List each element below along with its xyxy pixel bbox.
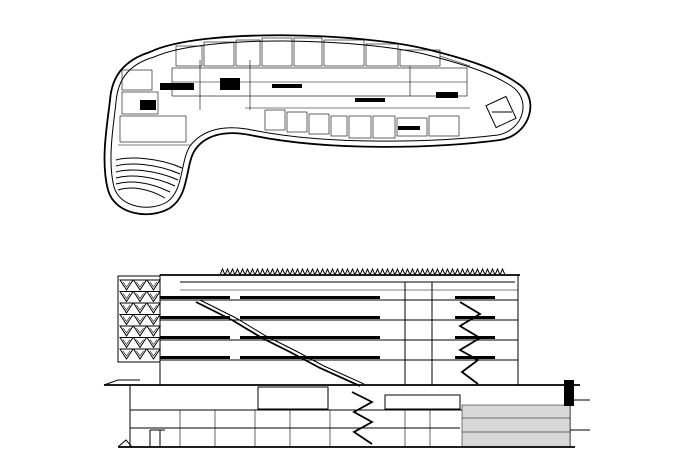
lattice-tower bbox=[117, 275, 161, 363]
lattice-cell bbox=[119, 337, 134, 349]
lattice-cell-inner bbox=[136, 350, 144, 357]
section-podium bbox=[103, 379, 590, 448]
floor-slab bbox=[455, 296, 495, 299]
lattice-cell-inner bbox=[136, 281, 144, 288]
lattice-cell-inner bbox=[136, 339, 144, 346]
lattice-cell-inner bbox=[136, 304, 144, 311]
plan-rooms-top bbox=[175, 37, 471, 67]
plan-cores bbox=[140, 78, 458, 130]
lattice-cell bbox=[132, 337, 148, 349]
lattice-cell-inner bbox=[122, 316, 131, 323]
plan-east-stair bbox=[485, 95, 517, 129]
plan-inner-wall bbox=[110, 40, 524, 208]
lattice-cell-inner bbox=[122, 281, 131, 288]
floor-slab bbox=[160, 356, 230, 359]
lattice-cell-inner bbox=[149, 293, 158, 300]
plan-outer-wall bbox=[103, 34, 532, 216]
lattice-cell-inner bbox=[149, 350, 158, 357]
building-section bbox=[103, 267, 590, 448]
lattice-cell bbox=[119, 302, 134, 314]
floor-slab bbox=[240, 316, 380, 319]
plan-west-wing bbox=[118, 69, 190, 146]
lattice-cell-inner bbox=[122, 327, 131, 334]
floor-slab bbox=[240, 296, 380, 299]
lattice-cell bbox=[132, 314, 148, 326]
section-escalators bbox=[195, 301, 482, 387]
lattice-cell bbox=[146, 314, 161, 326]
lattice-cell bbox=[146, 279, 161, 291]
lattice-cell bbox=[132, 302, 148, 314]
roof-tooth bbox=[219, 267, 506, 277]
lattice-cell-inner bbox=[136, 316, 144, 323]
lattice-cell-inner bbox=[136, 293, 144, 300]
lattice-cell bbox=[119, 348, 134, 360]
lattice-cell bbox=[119, 279, 134, 291]
floor-plan bbox=[103, 34, 532, 216]
lattice-cell-inner bbox=[149, 327, 158, 334]
floor-slab bbox=[160, 296, 230, 299]
lattice-cell-inner bbox=[122, 304, 131, 311]
lattice-cell bbox=[119, 325, 134, 337]
lattice-cell bbox=[146, 291, 161, 303]
floor-slab bbox=[455, 336, 495, 339]
lattice-cell bbox=[132, 348, 148, 360]
floor-slab bbox=[160, 316, 230, 319]
floor-slab bbox=[240, 336, 380, 339]
lattice-cell bbox=[146, 325, 161, 337]
lattice-cell-inner bbox=[122, 350, 131, 357]
lattice-cell bbox=[146, 337, 161, 349]
lattice-cell-inner bbox=[122, 293, 131, 300]
floor-slab bbox=[240, 356, 380, 359]
section-core bbox=[404, 281, 433, 386]
lattice-cell-inner bbox=[149, 281, 158, 288]
lattice-cell-inner bbox=[149, 304, 158, 311]
plan-rooms-bottom bbox=[245, 107, 470, 139]
lattice-cell bbox=[132, 279, 148, 291]
section-podium-grid bbox=[179, 410, 431, 447]
lattice-cell-inner bbox=[136, 327, 144, 334]
lattice-cell bbox=[132, 291, 148, 303]
lattice-cell bbox=[146, 302, 161, 314]
lattice-cell bbox=[132, 325, 148, 337]
roof-sawtooth bbox=[219, 267, 506, 277]
lattice-cell-inner bbox=[149, 316, 158, 323]
plan-auditorium-seating bbox=[115, 157, 183, 199]
floor-slab bbox=[160, 336, 230, 339]
section-upper-volume bbox=[159, 274, 519, 386]
section-floors bbox=[160, 289, 518, 361]
lattice-cell bbox=[146, 348, 161, 360]
lattice-cell-inner bbox=[122, 339, 131, 346]
lattice-cell bbox=[119, 291, 134, 303]
lattice-cell-inner bbox=[149, 339, 158, 346]
lattice-cell bbox=[119, 314, 134, 326]
